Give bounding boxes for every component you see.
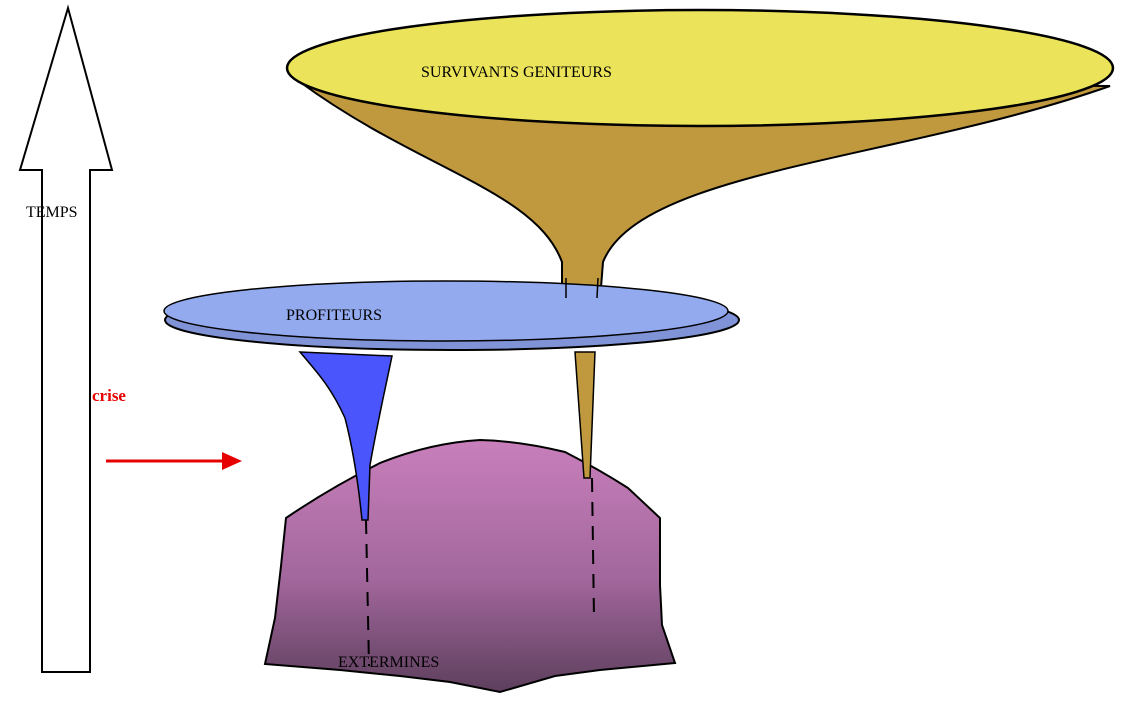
profiteers-label: PROFITEURS (286, 307, 382, 325)
crisis-arrow (106, 452, 242, 470)
survivors-disc (287, 10, 1113, 126)
time-arrow (20, 8, 112, 672)
crisis-label: crise (92, 386, 126, 406)
exterminated-label: EXTERMINES (338, 654, 439, 672)
exterminated-mound (265, 440, 675, 692)
profiteers-disc (164, 281, 739, 350)
survivors-label: SURVIVANTS GENITEURS (421, 64, 612, 82)
time-label: TEMPS (26, 204, 78, 222)
